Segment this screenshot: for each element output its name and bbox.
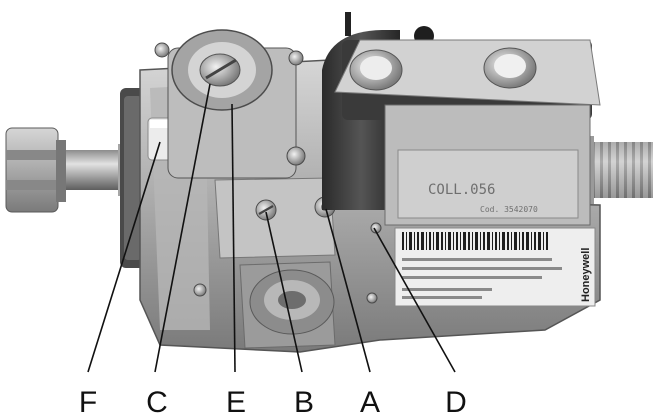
leader-a (325, 208, 371, 373)
callout-label-b: B (294, 386, 314, 419)
leader-c (154, 83, 211, 373)
rating-label (394, 227, 596, 307)
barcode (402, 232, 548, 250)
outlet-boss (249, 269, 335, 335)
callout-label-a: A (360, 386, 380, 419)
coil-stamp: COLL.056 (428, 182, 495, 198)
coil-code: Cod. 3542070 (480, 205, 538, 214)
inlet-hex-nut (5, 127, 66, 213)
callout-label-c: C (146, 386, 168, 419)
callout-leaders (87, 83, 456, 373)
leader-f (87, 141, 161, 373)
leader-e (231, 103, 236, 373)
callout-label-e: E (226, 386, 246, 419)
callout-letters: F C E B A D (79, 386, 467, 419)
brand-mark: Honeywell (580, 248, 592, 302)
callout-label-f: F (79, 386, 97, 419)
callout-label-d: D (445, 386, 467, 419)
regulator-screws (154, 42, 306, 166)
coil-front-cover (384, 104, 591, 226)
test-point-b (255, 199, 277, 221)
leader-b (265, 211, 303, 373)
coil-top-plate (334, 39, 601, 106)
outlet-pipe (580, 136, 653, 204)
fine-print-lines (402, 258, 562, 299)
leader-d (373, 227, 456, 373)
